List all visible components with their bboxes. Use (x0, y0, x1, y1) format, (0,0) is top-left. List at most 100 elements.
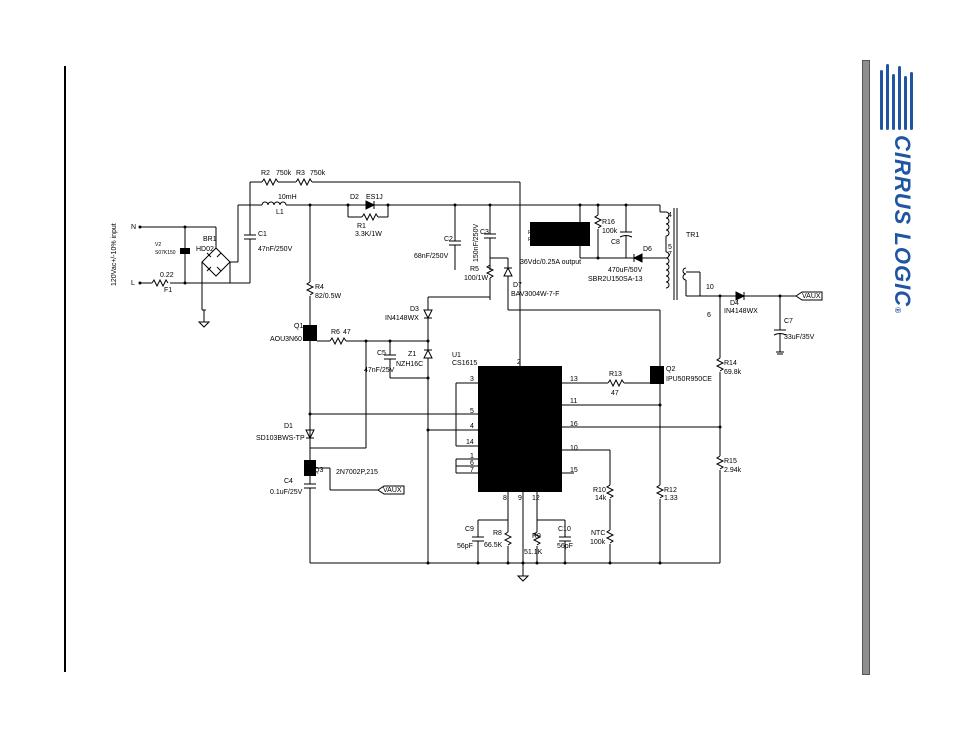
d2-value: ES1J (366, 194, 383, 201)
q2-label: Q2 (666, 366, 675, 373)
c8-label: C8 (611, 239, 620, 246)
d4-diode (735, 291, 746, 301)
d2-diode (365, 200, 376, 210)
r14-value: 69.8k (724, 369, 742, 376)
d1-diode (305, 429, 315, 440)
r14-label: R14 (724, 360, 737, 367)
r1-label: R1 (357, 223, 366, 230)
tr-pin-6: 6 (707, 312, 711, 319)
pin-sgnd: SGND (485, 428, 505, 435)
f1-label: F1 (164, 287, 172, 294)
v2-label: V2 (155, 242, 161, 248)
r15-label: R15 (724, 458, 737, 465)
q1-value: AOU3N60 (270, 336, 302, 343)
r8-resistor (503, 531, 513, 546)
c10-value: 56pF (557, 543, 573, 550)
r8-label: R8 (493, 530, 502, 537)
r10-label: R10 (593, 487, 606, 494)
r4-label: R4 (315, 284, 324, 291)
r2-label: R2 (261, 170, 270, 177)
r14-resistor (715, 357, 725, 372)
pin-cntl1: CNT L1 (507, 464, 514, 488)
right-margin-bar (862, 60, 870, 675)
f1-value: 0.22 (160, 272, 174, 279)
br1-label: BR1 (203, 236, 217, 243)
tr1-winding-top (665, 211, 670, 237)
r1-resistor (361, 212, 379, 222)
output-voltage-label: 36Vdc/0.25A output (520, 259, 581, 266)
c4-label: C4 (284, 478, 293, 485)
pin-num-2: 2 (517, 359, 521, 366)
l1-value: 10mH (278, 194, 297, 201)
r15-value: 2.94k (724, 467, 742, 474)
logo-waves-icon (880, 64, 913, 130)
r12-resistor (655, 484, 665, 499)
d3-label: D3 (410, 306, 419, 313)
r4-resistor (305, 281, 315, 296)
q1-label: Q1 (294, 323, 303, 330)
d7-diode (503, 266, 513, 277)
pin-gd: GD (546, 380, 557, 387)
pin-num-4: 4 (470, 423, 474, 430)
ntc-value: 100k (590, 539, 606, 546)
q3-label: Q3 (314, 467, 323, 474)
pin-source: SOURCE (485, 413, 515, 420)
d1-label: D1 (284, 423, 293, 430)
pin-num-9: 9 (518, 495, 522, 502)
ground-icon-main (516, 575, 530, 582)
c9-label: C9 (465, 526, 474, 533)
c7-value: 33uF/35V (784, 334, 815, 341)
neutral-label: N (131, 224, 136, 231)
q3-value: 2N7002P,215 (336, 469, 378, 476)
r6-label: R6 (331, 329, 340, 336)
u1-ic (478, 366, 562, 492)
pin-num-11: 11 (570, 398, 577, 405)
pin-num-14: 14 (466, 439, 474, 446)
c2-label: C2 (444, 236, 453, 243)
r2-value: 750k (276, 170, 292, 177)
vaux-flag-bottom (377, 485, 405, 495)
z1-zener (423, 348, 433, 359)
r9-value: 51.1K (524, 549, 543, 556)
z1-label: Z1 (408, 351, 416, 358)
pin-fbsense: FBSENSE (528, 402, 561, 409)
ntc-label: NTC (591, 530, 605, 537)
tr-pin-10: 10 (706, 284, 714, 291)
ground-icon (197, 321, 211, 328)
r3-value: 750k (310, 170, 326, 177)
pin-num-16: 16 (570, 421, 578, 428)
pin-nc3: NC3 (485, 470, 499, 477)
pin-nc2: NC2 (485, 463, 499, 470)
input-voltage-label: 120Vac+/-10% input (111, 223, 118, 286)
pin-num-12: 12 (532, 495, 540, 502)
r13-label: R13 (609, 371, 622, 378)
pin-iac: IAC (519, 366, 526, 378)
r2-resistor (261, 177, 279, 187)
pin-nc1: NC1 (546, 470, 560, 477)
r16-label: R16 (602, 219, 615, 226)
tr-pin-7: 7 (668, 251, 672, 258)
pin-cntl2: CNT L2 (519, 464, 526, 488)
vaux-label-top: VAUX (802, 293, 821, 300)
left-margin-rule (64, 66, 66, 672)
r9-label: R9 (532, 533, 541, 540)
l1-label: L1 (276, 209, 284, 216)
c3-label: C3 (480, 229, 489, 236)
l1-inductor (261, 201, 287, 206)
r16-value: 100k (602, 228, 618, 235)
d6-label: D6 (643, 246, 652, 253)
pin-num-10: 10 (570, 445, 578, 452)
ps2-left-label: PS2 (528, 237, 538, 243)
tr-pin-5: 5 (668, 244, 672, 251)
r3-resistor (295, 177, 313, 187)
r5-resistor (485, 264, 495, 279)
c3-value: 150nF/250V (473, 224, 480, 262)
pin-num-15: 15 (570, 467, 578, 474)
r10-resistor (605, 484, 615, 499)
q1-mosfet (303, 325, 317, 341)
cirrus-logic-logo: CIRRUS LOGIC® (872, 62, 916, 314)
c1-value: 47nF/250V (258, 246, 293, 253)
c2-value: 68nF/250V (414, 253, 449, 260)
d4-label: D4 (730, 300, 739, 307)
c1-label: C1 (258, 231, 267, 238)
